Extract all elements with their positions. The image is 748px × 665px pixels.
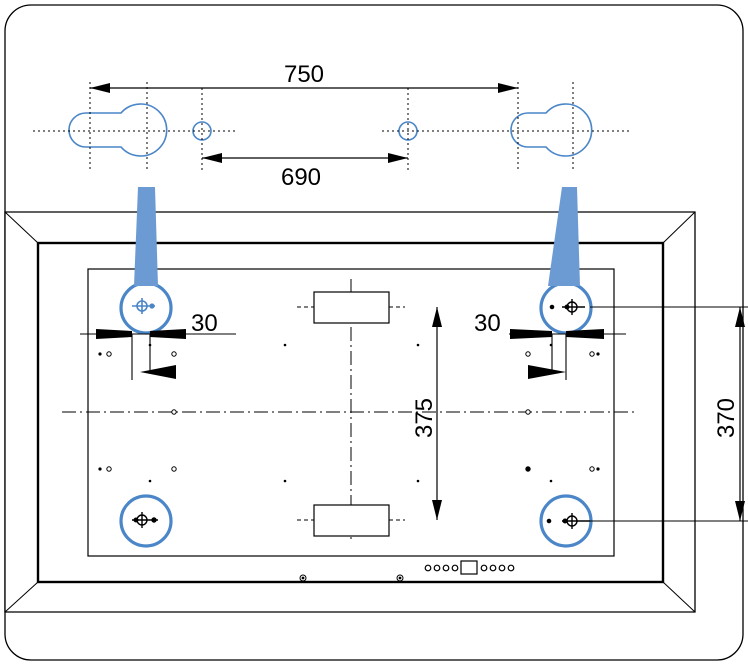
crosshair-bottom-right <box>546 513 590 529</box>
callout-right <box>548 187 580 286</box>
panel-small-rings <box>106 351 595 472</box>
dim-label-370: 370 <box>713 398 740 438</box>
tv-back: 30 30 375 370 <box>4 187 748 613</box>
bottom-block <box>313 504 390 537</box>
mount-point-bottom-left <box>119 494 173 548</box>
callout-left <box>134 187 158 286</box>
screws <box>299 574 404 582</box>
right-keyhole <box>510 103 593 157</box>
dim-label-30-left: 30 <box>191 310 218 337</box>
dim-label-690: 690 <box>281 164 321 191</box>
bezel-bevels <box>4 211 696 613</box>
crosshair-top-right <box>549 299 585 315</box>
crosshair-bottom-left <box>132 512 158 528</box>
top-block <box>313 291 390 324</box>
dim-label-30-right: 30 <box>474 310 501 337</box>
left-keyhole <box>68 103 168 157</box>
bracket-template: 750 690 <box>33 61 632 191</box>
button-row <box>424 560 515 575</box>
crosshair-top-left <box>132 298 155 314</box>
dim-label-750: 750 <box>284 61 324 88</box>
dim-label-375: 375 <box>411 398 438 438</box>
